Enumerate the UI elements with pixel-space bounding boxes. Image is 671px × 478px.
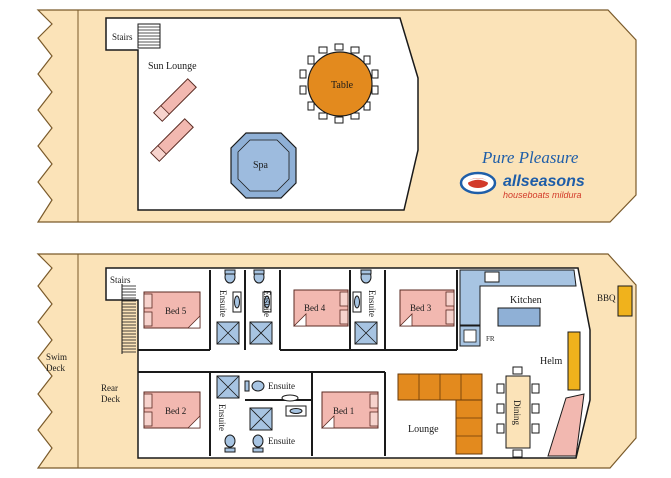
bed-1-label: Bed 1	[333, 406, 354, 416]
bed-5-label: Bed 5	[165, 306, 187, 316]
swim-deck-label-2: Deck	[46, 363, 65, 373]
sun-lounge-label: Sun Lounge	[148, 61, 197, 72]
bed-2-label: Bed 2	[165, 406, 186, 416]
ensuite-label-c: Ensuite	[367, 290, 377, 317]
lower-stairs-label: Stairs	[110, 275, 131, 285]
lounge-couch	[397, 373, 483, 455]
lower-deck: Swim Deck Rear Deck	[36, 253, 637, 469]
bed-2	[143, 391, 201, 429]
ensuite-label-e: Ensuite	[268, 381, 295, 391]
swim-deck-label-1: Swim	[46, 352, 67, 362]
bbq-icon	[617, 285, 633, 317]
kitchen-sink-icon	[484, 271, 500, 283]
sun-lounger-1	[153, 78, 197, 122]
table-label: Table	[331, 80, 354, 91]
bbq-label: BBQ	[597, 293, 616, 303]
brand-logo-icon	[459, 171, 497, 195]
brand-logo-main: allseasons	[503, 173, 585, 190]
bed-3	[399, 289, 455, 327]
upper-deck: Stairs Sun Lounge	[36, 9, 637, 223]
fr-label: FR	[486, 335, 495, 343]
bed-1	[321, 391, 379, 429]
kitchen-island	[497, 307, 541, 327]
round-table	[307, 51, 373, 117]
upper-stairs-label: Stairs	[112, 32, 133, 42]
table-with-chairs	[299, 43, 379, 124]
bed-3-label: Bed 3	[410, 303, 432, 313]
bed-4-label: Bed 4	[304, 303, 326, 313]
upper-stairs	[137, 23, 161, 49]
lounge-label: Lounge	[408, 424, 439, 435]
ensuite-label-a: Ensuite	[218, 290, 228, 317]
ensuite-label-d: Ensuite	[217, 404, 227, 431]
cabin-walls	[138, 270, 458, 456]
spa-inner	[237, 139, 290, 192]
helm-label: Helm	[540, 356, 562, 367]
bed-5	[143, 291, 201, 329]
rear-deck-label-1: Rear	[101, 383, 118, 393]
ensuite-label-b: Ensuite	[262, 290, 272, 317]
brand-logo-sub: houseboats mildura	[503, 190, 582, 200]
ensuite-fixtures-bottom	[216, 375, 307, 453]
lower-stairs	[121, 284, 136, 354]
sun-lounger-2	[150, 118, 194, 162]
helm-seat	[547, 393, 585, 457]
dining-label: Dining	[512, 400, 522, 426]
kitchen-label: Kitchen	[510, 295, 542, 306]
dining-set	[496, 366, 540, 458]
ensuite-label-f: Ensuite	[268, 436, 295, 446]
spa-label: Spa	[253, 160, 269, 171]
rear-deck-label-2: Deck	[101, 394, 120, 404]
helm-console	[567, 331, 581, 391]
brand-title: Pure Pleasure	[481, 148, 579, 167]
kitchen-bench	[459, 269, 577, 326]
bed-4	[293, 289, 349, 327]
ensuite-fixtures-top	[216, 269, 378, 345]
